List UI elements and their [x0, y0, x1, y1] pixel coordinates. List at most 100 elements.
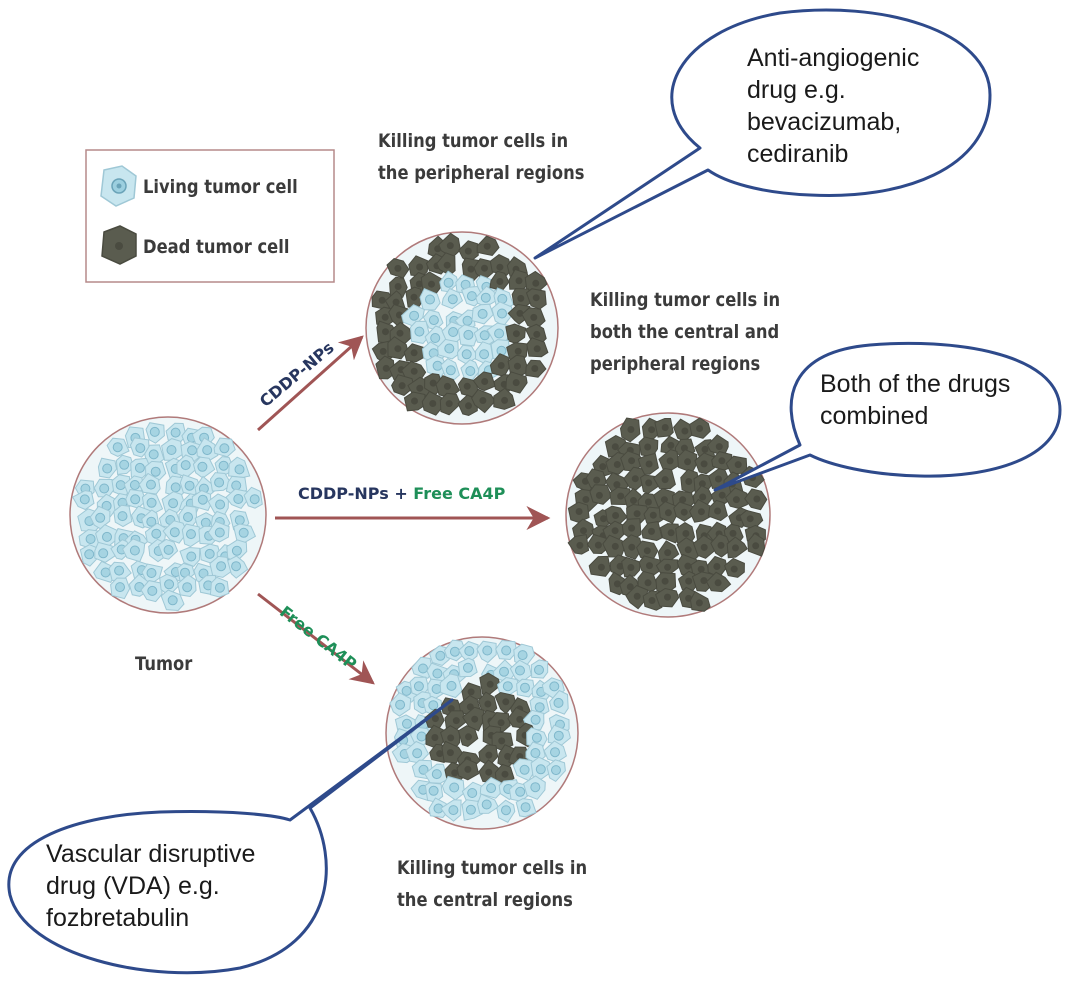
- living-cell-nucleus: [95, 512, 106, 523]
- dead-cell-nucleus: [593, 476, 601, 484]
- dead-cell-nucleus: [646, 562, 653, 570]
- label-peripheral-line-2: the peripheral regions: [378, 162, 585, 184]
- bubble-vda: [7, 698, 454, 975]
- living-cell-nucleus: [234, 464, 245, 475]
- dead-cell-nucleus: [715, 475, 722, 483]
- living-cell-nucleus: [463, 662, 473, 673]
- dead-cell-nucleus: [575, 508, 583, 515]
- dead-cell-nucleus: [594, 541, 602, 549]
- living-cell-nucleus: [497, 308, 507, 319]
- living-cell-nucleus: [147, 585, 158, 596]
- living-cell-nucleus: [129, 480, 140, 490]
- living-cell-nucleus: [219, 443, 230, 454]
- dead-cell-nucleus: [485, 768, 493, 776]
- bubble-vda-line-1: Vascular disruptive: [46, 840, 256, 868]
- living-cell-nucleus: [163, 544, 174, 555]
- living-cell-nucleus: [416, 731, 427, 742]
- central-killed-cluster: [385, 636, 579, 830]
- peripheral-killed-cluster: [365, 231, 559, 425]
- living-cell-nucleus: [129, 545, 140, 556]
- dead-cell-nucleus: [429, 400, 437, 407]
- bubble-combined-text: Both of the drugs combined: [820, 368, 1010, 432]
- dead-cell-nucleus: [684, 546, 692, 554]
- dead-cell-nucleus: [533, 330, 541, 338]
- dead-cell-nucleus: [410, 349, 418, 357]
- dead-cell-nucleus: [394, 264, 402, 272]
- dead-cell-nucleus: [382, 364, 390, 372]
- living-cell-nucleus: [234, 515, 245, 526]
- living-cell-nucleus: [428, 785, 439, 796]
- living-cell-nucleus: [519, 764, 530, 775]
- living-cell-nucleus: [146, 516, 157, 527]
- dead-cell-nucleus: [664, 563, 672, 571]
- dead-cell-nucleus: [714, 579, 722, 587]
- living-cell-nucleus: [413, 681, 424, 692]
- living-cell-nucleus: [149, 426, 160, 437]
- living-cell-nucleus: [231, 480, 242, 491]
- living-cell-nucleus: [148, 449, 159, 460]
- dead-cell-nucleus: [466, 703, 474, 711]
- dead-cell-nucleus: [533, 345, 541, 353]
- dead-cell-nucleus: [661, 476, 669, 484]
- living-cell-nucleus: [115, 480, 126, 491]
- living-cell-nucleus: [164, 579, 175, 590]
- dead-cell-nucleus: [718, 457, 726, 465]
- living-cell-nucleus: [499, 666, 509, 677]
- bubble-anti-angiogenic-line-3: bevacizumab,: [747, 108, 902, 136]
- legend-living-icon: [100, 165, 137, 207]
- living-cell-nucleus: [446, 680, 457, 691]
- legend-dead-label: Dead tumor cell: [143, 236, 290, 258]
- dead-cell-nucleus: [379, 347, 387, 355]
- legend-dead-icon: [101, 225, 137, 265]
- dead-cell-nucleus: [497, 362, 505, 369]
- living-cell-nucleus: [443, 277, 454, 288]
- living-cell-nucleus: [467, 788, 478, 798]
- dead-cell-nucleus: [633, 592, 641, 600]
- dead-cell-nucleus: [628, 543, 636, 551]
- living-cell-nucleus: [167, 595, 178, 606]
- dead-cell-nucleus: [484, 700, 492, 708]
- living-cell-nucleus: [515, 665, 525, 676]
- dead-cell-nucleus: [447, 734, 455, 742]
- living-cell-nucleus: [448, 327, 459, 337]
- living-cell-nucleus: [412, 748, 423, 759]
- dead-cell-nucleus: [513, 362, 521, 370]
- living-cell-nucleus: [553, 730, 564, 741]
- living-cell-nucleus: [170, 482, 181, 493]
- dead-cell-nucleus: [497, 719, 505, 727]
- living-cell-nucleus: [130, 494, 141, 505]
- living-cell-nucleus: [146, 497, 157, 508]
- dead-cell-nucleus: [436, 750, 444, 758]
- dead-cell-nucleus: [431, 715, 439, 723]
- dead-cell-nucleus: [613, 481, 621, 489]
- dead-cell-nucleus: [648, 597, 656, 604]
- dead-cell-nucleus: [486, 680, 494, 688]
- living-cell-nucleus: [114, 565, 125, 576]
- dead-cell-nucleus: [532, 294, 540, 302]
- dead-cell-nucleus: [644, 498, 652, 506]
- arrow-to-peripheral: [257, 335, 364, 432]
- dead-cell-nucleus: [382, 328, 389, 336]
- dead-cell-nucleus: [516, 715, 524, 723]
- living-cell-nucleus: [100, 567, 111, 578]
- living-cell-nucleus: [430, 333, 441, 343]
- dead-cell-nucleus: [717, 541, 725, 549]
- dead-cell-nucleus: [501, 770, 509, 778]
- living-cell-nucleus: [530, 748, 541, 758]
- dead-cell-nucleus: [595, 491, 603, 499]
- living-cell-nucleus: [186, 551, 197, 562]
- label-central-line-1: Killing tumor cells in: [397, 857, 588, 879]
- dead-cell-nucleus: [697, 508, 705, 516]
- dead-cell-nucleus: [451, 769, 459, 777]
- living-cell-nucleus: [515, 786, 526, 797]
- living-cell-nucleus: [428, 315, 439, 326]
- dead-cell-nucleus: [630, 497, 637, 504]
- living-cell-nucleus: [98, 548, 109, 559]
- living-cell-nucleus: [151, 528, 162, 539]
- dead-cell-nucleus: [700, 543, 708, 551]
- living-cell-nucleus: [214, 582, 225, 593]
- arrow-label-middle: CDDP-NPs + Free CA4P: [298, 484, 505, 503]
- living-cell-nucleus: [477, 308, 488, 319]
